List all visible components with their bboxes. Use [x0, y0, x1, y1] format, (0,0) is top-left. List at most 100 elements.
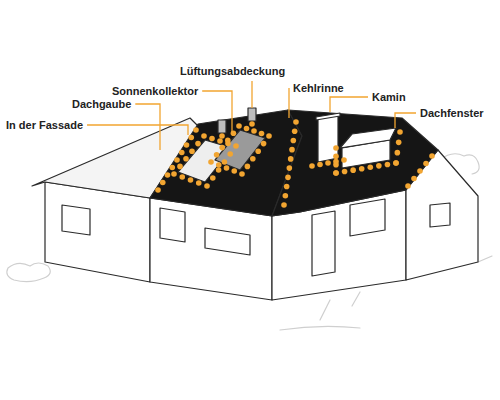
flashing-dot	[193, 127, 199, 133]
flashing-dot	[245, 164, 251, 170]
flashing-dot	[233, 143, 239, 149]
dormer-roof	[340, 128, 396, 148]
flashing-dot	[423, 161, 429, 167]
flashing-dot	[292, 128, 298, 134]
callout-label: Dachfenster	[420, 106, 484, 120]
flashing-dot	[195, 141, 201, 147]
flashing-dot	[261, 141, 267, 147]
flashing-dot	[429, 153, 435, 159]
leader-line	[251, 81, 252, 108]
flashing-dot	[288, 156, 294, 162]
leader-line	[395, 113, 416, 128]
flashing-dot	[189, 148, 195, 154]
flashing-dot	[405, 183, 411, 189]
flashing-dot	[169, 165, 175, 171]
flashing-dot	[284, 184, 290, 190]
leader-line	[330, 97, 368, 112]
flashing-dot	[249, 121, 255, 127]
flashing-dot	[219, 145, 225, 151]
flashing-dot	[177, 164, 183, 170]
flashing-dot	[333, 170, 339, 176]
flashing-dot	[259, 131, 265, 137]
callout-label: Lüftungsabdeckung	[180, 64, 285, 78]
flashing-dot	[231, 168, 237, 174]
door	[312, 211, 335, 276]
flashing-dot	[216, 162, 222, 168]
flashing-dot	[183, 156, 189, 162]
window	[430, 203, 450, 227]
flashing-dot	[285, 175, 291, 181]
window	[62, 205, 90, 235]
flashing-dot	[289, 147, 295, 153]
chimney	[318, 115, 338, 162]
roof	[272, 110, 438, 216]
flashing-dot	[325, 160, 331, 166]
window	[205, 228, 250, 255]
ground-line	[280, 292, 360, 330]
flashing-dot	[393, 160, 399, 166]
flashing-dot	[397, 129, 403, 135]
flashing-dot	[411, 176, 417, 182]
flashing-dot	[266, 133, 272, 139]
flashing-dot	[250, 156, 256, 162]
flashing-dot	[217, 138, 223, 144]
leader-line	[202, 91, 232, 135]
flashing-dot	[196, 180, 202, 186]
solar-panel	[178, 140, 232, 182]
callout-label: Kamin	[372, 90, 406, 104]
leader-line	[135, 104, 160, 150]
flashing-dot	[287, 165, 293, 171]
flashing-dot	[333, 162, 339, 168]
leader-line	[288, 88, 289, 118]
flashing-dot	[155, 187, 161, 193]
flashing-dot	[236, 123, 242, 129]
ground-line	[478, 256, 492, 262]
flashing-dot	[333, 145, 339, 151]
flashing-dot	[179, 174, 185, 180]
window	[160, 208, 185, 242]
solar-panel	[215, 130, 265, 170]
flashing-dot	[225, 138, 231, 144]
callout-label: In der Fassade	[6, 118, 83, 132]
bush	[7, 263, 50, 282]
flashing-dot	[291, 138, 297, 144]
flashing-dot	[244, 126, 250, 132]
flashing-dot	[174, 157, 180, 163]
flashing-dot	[396, 140, 402, 146]
flashing-dot	[359, 166, 365, 172]
flashing-dot	[393, 160, 399, 166]
flashing-dot	[171, 171, 177, 177]
vent-pipe	[248, 108, 256, 121]
flashing-dot	[160, 180, 166, 186]
flashing-dot	[184, 142, 190, 148]
window	[350, 199, 385, 236]
flashing-dot	[341, 157, 347, 163]
flashing-dot	[385, 162, 391, 168]
flashing-dot	[317, 162, 323, 168]
flashing-dot	[239, 171, 245, 177]
flashing-dot	[283, 193, 289, 199]
flashing-dot	[222, 159, 228, 165]
flashing-dot	[224, 165, 230, 171]
annex-wall	[45, 182, 150, 282]
flashing-dot	[255, 148, 261, 154]
flashing-dot	[204, 183, 210, 189]
flashing-dot	[395, 150, 401, 156]
flashing-dot	[216, 167, 222, 173]
flashing-dot	[188, 135, 194, 141]
leader-line	[87, 125, 188, 135]
flashing-dot	[333, 170, 339, 176]
flashing-dot	[333, 154, 339, 160]
chimney-cap	[316, 113, 340, 120]
flashing-dot	[350, 167, 356, 173]
flashing-dot	[367, 164, 373, 170]
flashing-dot	[208, 159, 214, 165]
flashing-dot	[309, 163, 315, 169]
flashing-dot	[210, 175, 216, 181]
flashing-dot	[227, 151, 233, 157]
flashing-dot	[214, 152, 220, 158]
flashing-dot	[417, 168, 423, 174]
flashing-dot	[342, 169, 348, 175]
